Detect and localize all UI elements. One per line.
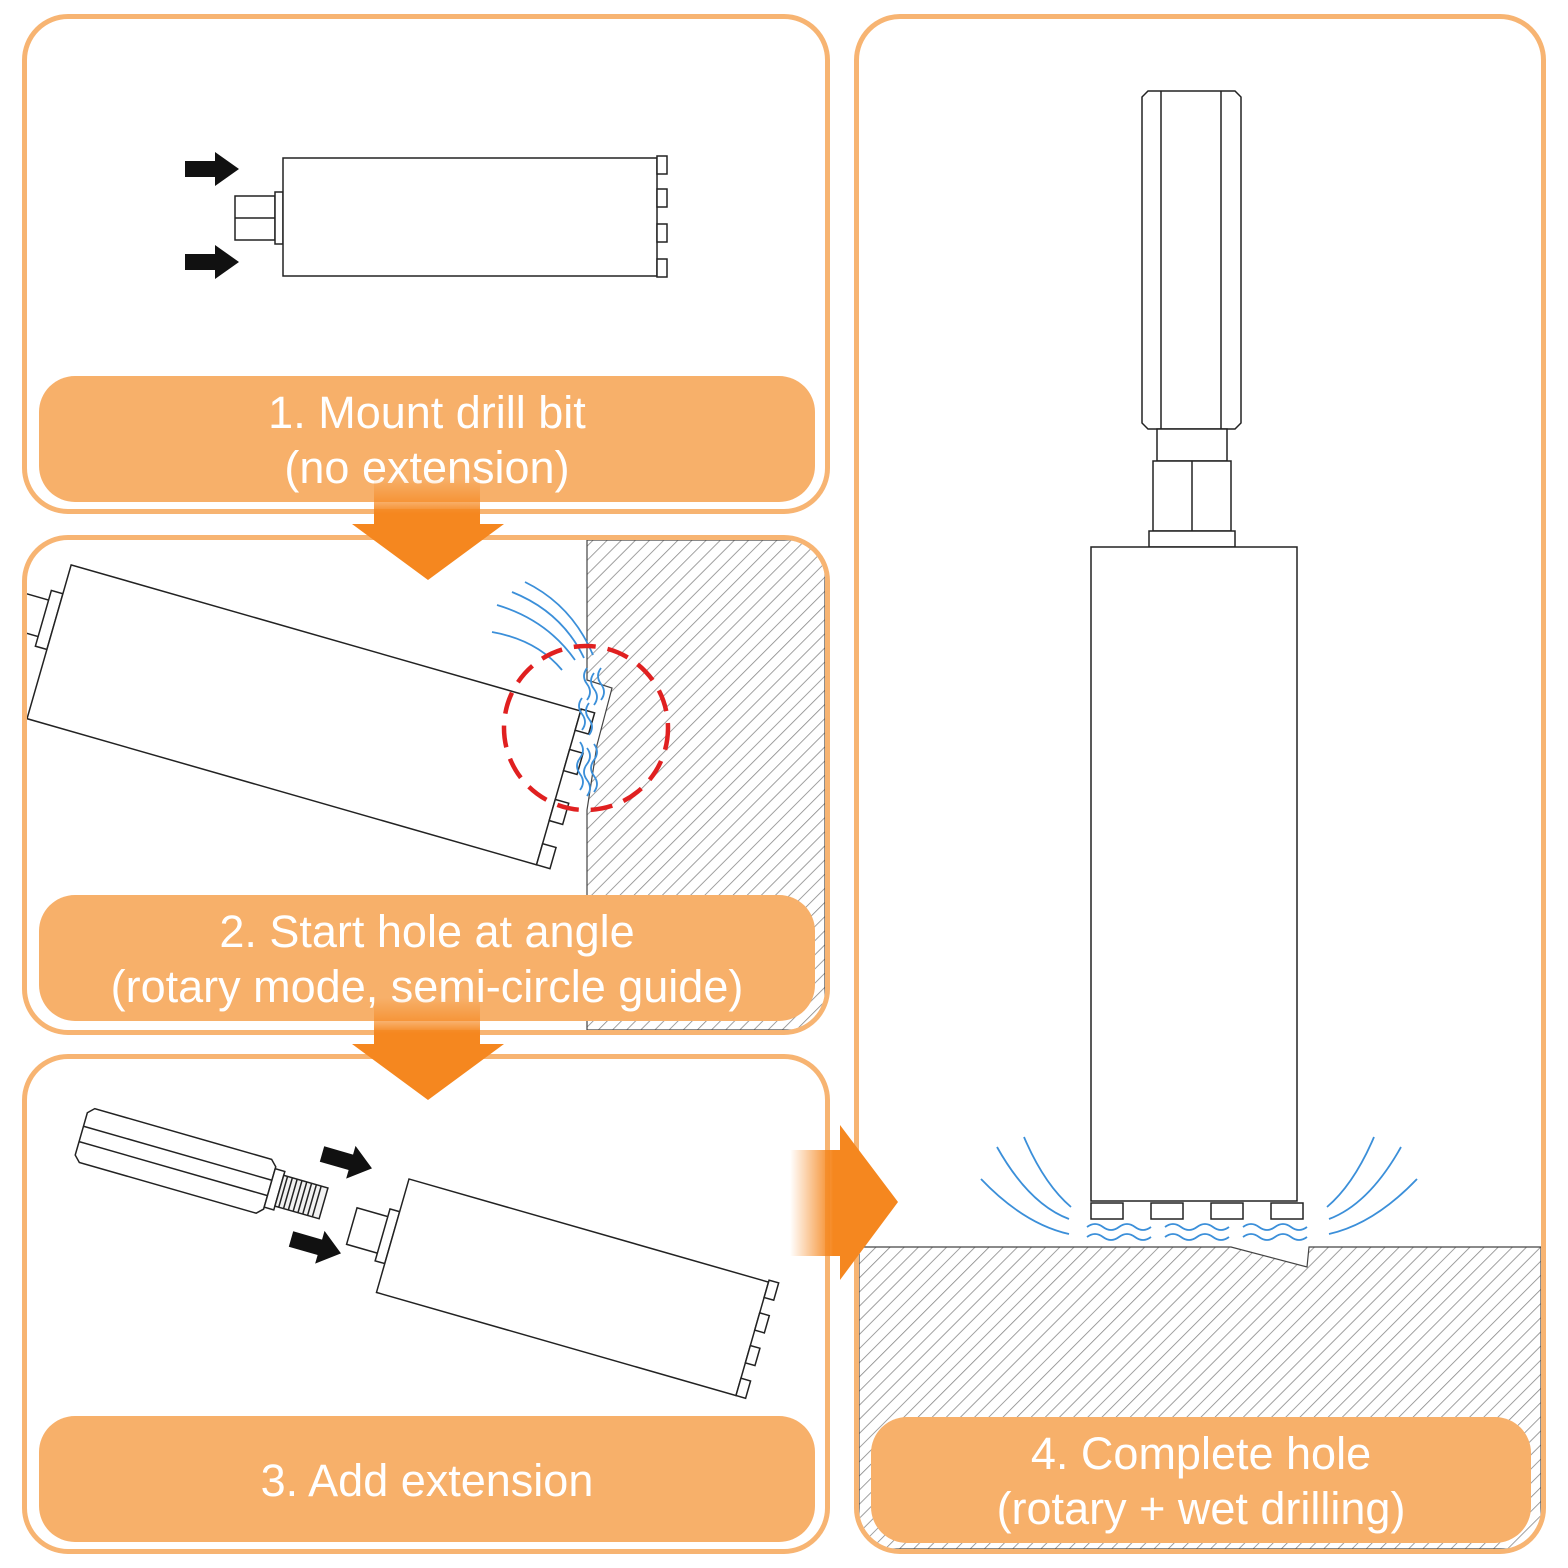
- guide-circle-icon: [501, 643, 671, 813]
- step-1-caption: 1. Mount drill bit (no extension): [39, 376, 815, 502]
- step-2-title: 2. Start hole at angle: [219, 906, 635, 957]
- step-3-panel: 3. Add extension: [22, 1054, 830, 1554]
- drill-bit-body: [282, 155, 668, 278]
- step-4-illustration: [859, 90, 1541, 1549]
- drill-bit-angled: [27, 563, 596, 870]
- step-4-caption: 4. Complete hole (rotary + wet drilling): [871, 1417, 1531, 1543]
- step-1-title: 1. Mount drill bit: [268, 387, 586, 438]
- push-arrow-icon: [288, 1145, 372, 1264]
- extension-thread: [273, 1174, 329, 1220]
- drill-bit-vertical: [1090, 546, 1304, 1220]
- step-4-panel: 4. Complete hole (rotary + wet drilling): [854, 14, 1546, 1554]
- step-3-caption: 3. Add extension: [39, 1416, 815, 1542]
- step-1-panel: 1. Mount drill bit (no extension): [22, 14, 830, 514]
- step-2-caption: 2. Start hole at angle (rotary mode, sem…: [39, 895, 815, 1021]
- step-3-illustration: [74, 1107, 780, 1400]
- water-spray-icon: [491, 581, 605, 797]
- push-arrow-icon: [185, 152, 239, 279]
- step-4-title: 4. Complete hole: [1030, 1428, 1372, 1479]
- step-4-subtitle: (rotary + wet drilling): [996, 1483, 1406, 1534]
- extension-rod: [74, 1107, 329, 1220]
- extension-rod: [1141, 90, 1242, 548]
- water-spray-icon: [980, 1136, 1418, 1241]
- step-3-title: 3. Add extension: [260, 1454, 594, 1506]
- drill-bit-shank: [234, 191, 284, 245]
- step-1-illustration: [185, 152, 668, 279]
- step-2-panel: 2. Start hole at angle (rotary mode, sem…: [22, 535, 830, 1035]
- step-1-subtitle: (no extension): [284, 442, 570, 493]
- step-2-subtitle: (rotary mode, semi-circle guide): [110, 961, 744, 1012]
- drill-bit-angled: [345, 1178, 780, 1400]
